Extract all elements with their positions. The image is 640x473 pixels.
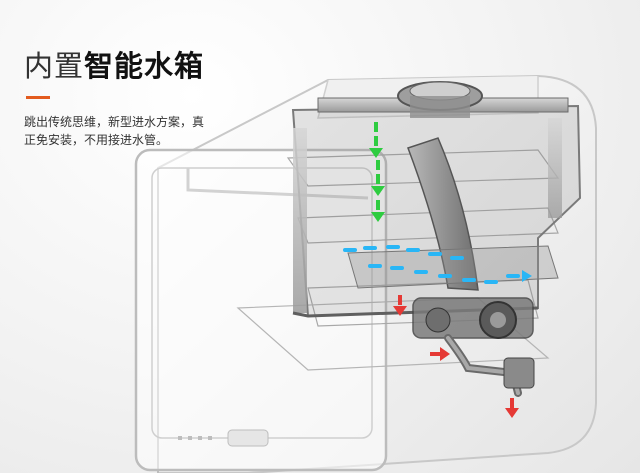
drain-hose	[444, 334, 535, 397]
accent-bar	[26, 96, 50, 99]
water-channel	[347, 137, 559, 291]
fill-cap	[397, 81, 483, 118]
water-inflow-arrows	[369, 122, 385, 222]
description-line-1: 跳出传统思维，新型进水方案，真	[24, 115, 205, 129]
description-line-2: 正免安装，不用接进水管。	[24, 133, 169, 147]
drain-arrows	[393, 295, 519, 418]
description: 跳出传统思维，新型进水方案，真 正免安装，不用接进水管。	[24, 113, 254, 149]
dishwasher-cutaway-illustration	[134, 74, 597, 473]
headline: 内置智能水箱	[24, 48, 204, 84]
water-flow-path	[343, 245, 532, 284]
control-panel	[178, 429, 269, 447]
headline-highlight: 智能水箱	[84, 49, 205, 83]
headline-prefix: 内置	[24, 49, 85, 83]
pump-motor	[412, 297, 534, 339]
